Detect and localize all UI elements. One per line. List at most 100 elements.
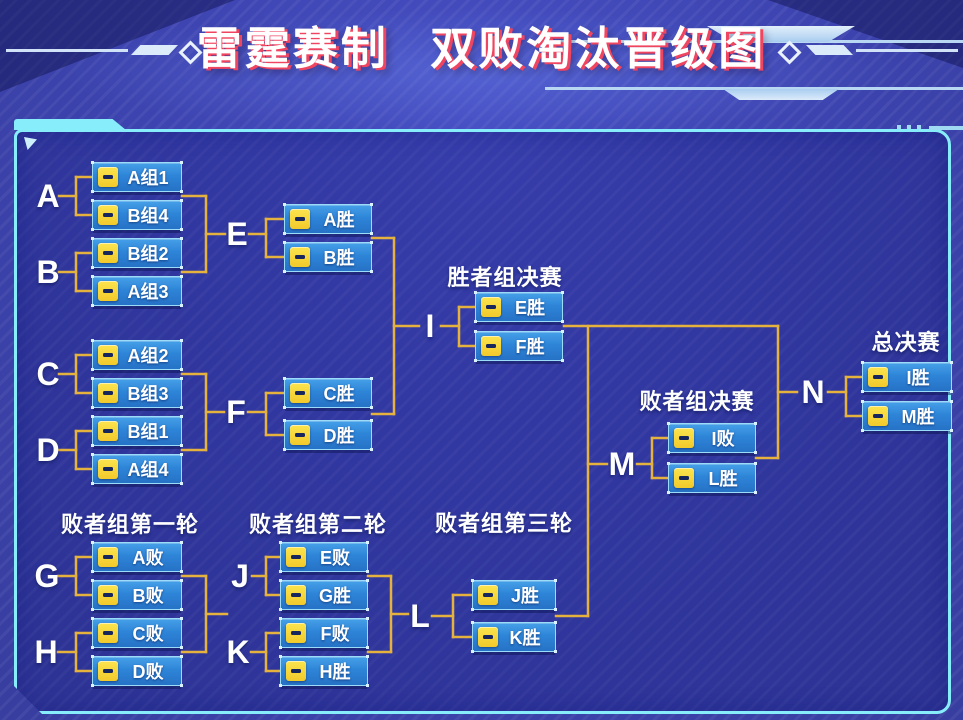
- corner-dot: [180, 377, 183, 380]
- round-label-grand-final: 总决赛: [871, 330, 941, 355]
- minus-tag-icon: [98, 383, 118, 403]
- corner-dot: [180, 415, 183, 418]
- corner-dot: [667, 422, 670, 425]
- corner-dot: [279, 655, 282, 658]
- slot-label: H胜: [319, 662, 351, 682]
- minus-tag-icon: [478, 585, 498, 605]
- corner-dot: [91, 444, 94, 447]
- corner-dot: [180, 161, 183, 164]
- slot-label: A组4: [127, 460, 169, 480]
- corner-dot: [366, 608, 369, 611]
- minus-tag-icon: [481, 297, 501, 317]
- corner-dot: [561, 320, 564, 323]
- corner-dot: [554, 579, 557, 582]
- slot-label: M胜: [901, 407, 935, 427]
- header-bottom-trapezoid: [723, 89, 839, 100]
- slot-label: B胜: [323, 248, 355, 268]
- corner-dot: [370, 270, 373, 273]
- corner-dot: [366, 617, 369, 620]
- panel-dash-icon: [929, 126, 963, 130]
- corner-dot: [180, 228, 183, 231]
- corner-dot: [180, 655, 183, 658]
- minus-tag-icon: [286, 585, 306, 605]
- corner-dot: [283, 419, 286, 422]
- minus-tag-icon: [286, 547, 306, 567]
- minus-tag-icon: [98, 661, 118, 681]
- slot-label: B组1: [127, 422, 169, 442]
- corner-dot: [180, 444, 183, 447]
- corner-dot: [366, 579, 369, 582]
- corner-dot: [180, 368, 183, 371]
- corner-dot: [283, 232, 286, 235]
- corner-dot: [180, 541, 183, 544]
- minus-tag-icon: [286, 623, 306, 643]
- corner-dot: [91, 608, 94, 611]
- slot-wr1-d-bottom: A组4: [91, 453, 183, 485]
- corner-dot: [91, 275, 94, 278]
- slot-label: C胜: [323, 384, 355, 404]
- corner-dot: [180, 406, 183, 409]
- minus-tag-icon: [98, 585, 118, 605]
- slot-label: B组4: [127, 206, 169, 226]
- corner-dot: [366, 570, 369, 573]
- corner-dot: [91, 190, 94, 193]
- corner-dot: [91, 406, 94, 409]
- slot-wr1-c-top: A组2: [91, 339, 183, 371]
- corner-dot: [370, 377, 373, 380]
- slot-match-e-bottom: B胜: [283, 241, 373, 273]
- corner-dot: [279, 579, 282, 582]
- slot-label: A胜: [323, 210, 355, 230]
- corner-dot: [283, 270, 286, 273]
- minus-tag-icon: [290, 209, 310, 229]
- minus-tag-icon: [290, 425, 310, 445]
- slot-wr1-d-top: B组1: [91, 415, 183, 447]
- header-top-trapezoid: [707, 26, 855, 42]
- minus-tag-icon: [674, 428, 694, 448]
- corner-dot: [754, 491, 757, 494]
- minus-tag-icon: [98, 205, 118, 225]
- corner-dot: [283, 448, 286, 451]
- match-letter-N: N: [801, 374, 825, 410]
- corner-dot: [91, 228, 94, 231]
- corner-dot: [91, 415, 94, 418]
- slot-match-f-bottom: D胜: [283, 419, 373, 451]
- minus-tag-icon: [98, 459, 118, 479]
- corner-dot: [370, 241, 373, 244]
- corner-dot: [283, 203, 286, 206]
- slot-final-n-top: I胜: [861, 361, 953, 393]
- corner-dot: [91, 266, 94, 269]
- slot-label: A组1: [127, 168, 169, 188]
- corner-dot: [180, 646, 183, 649]
- corner-dot: [471, 621, 474, 624]
- corner-dot: [91, 377, 94, 380]
- corner-dot: [180, 482, 183, 485]
- slot-label: C败: [132, 624, 164, 644]
- corner-dot: [91, 304, 94, 307]
- slot-match-m-bottom: L胜: [667, 462, 757, 494]
- slot-lr3-l-bottom: K胜: [471, 621, 557, 653]
- corner-dot: [180, 190, 183, 193]
- corner-dot: [366, 655, 369, 658]
- corner-dot: [91, 646, 94, 649]
- minus-tag-icon: [868, 367, 888, 387]
- corner-dot: [91, 339, 94, 342]
- corner-dot: [370, 232, 373, 235]
- header-bottom-line: [545, 87, 963, 90]
- corner-dot: [370, 406, 373, 409]
- slot-label: B败: [132, 586, 164, 606]
- corner-dot: [861, 361, 864, 364]
- corner-dot: [91, 617, 94, 620]
- title-flank-line-left: [6, 49, 128, 52]
- slot-label: A败: [132, 548, 164, 568]
- corner-dot: [754, 451, 757, 454]
- match-letter-B: B: [36, 254, 60, 290]
- minus-tag-icon: [98, 421, 118, 441]
- slot-lr2-k-top: F败: [279, 617, 369, 649]
- slot-label: B组3: [127, 384, 169, 404]
- title-flank-bar-right: [806, 45, 853, 55]
- corner-dot: [366, 684, 369, 687]
- corner-dot: [370, 448, 373, 451]
- corner-dot: [180, 266, 183, 269]
- corner-dot: [366, 646, 369, 649]
- minus-tag-icon: [674, 468, 694, 488]
